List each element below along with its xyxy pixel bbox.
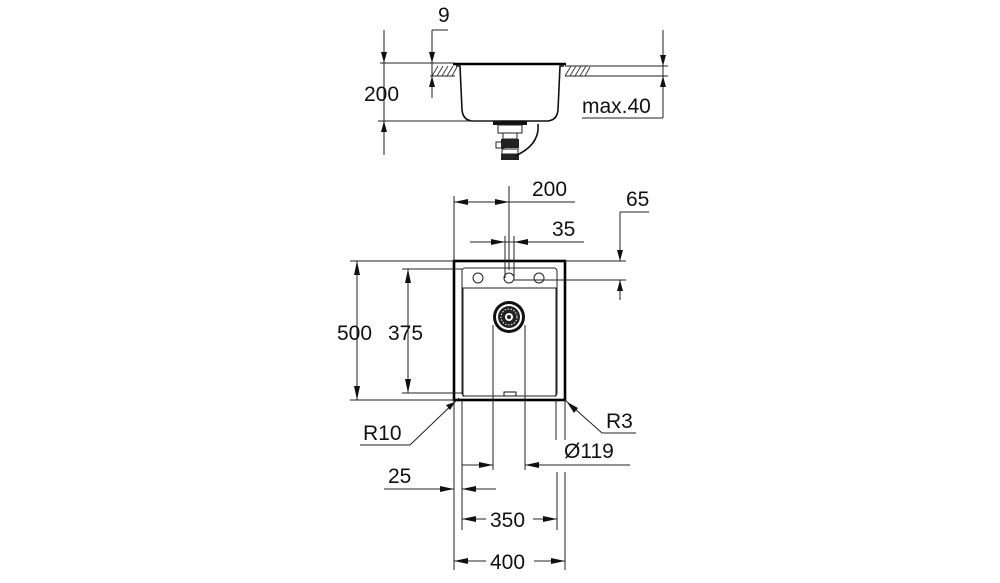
dim-countertop-max: max.40 bbox=[582, 95, 651, 118]
dim-tap-hole-from-edge: 65 bbox=[626, 188, 649, 211]
sink-bowl bbox=[462, 287, 557, 397]
dim-bowl-offset: 25 bbox=[388, 465, 411, 488]
dim-bowl-depth: 200 bbox=[364, 83, 399, 106]
dim-outer-radius: R10 bbox=[363, 422, 402, 445]
tap-hole-left bbox=[472, 272, 484, 284]
dim-rim-thickness: 9 bbox=[438, 4, 450, 27]
dim-bowl-depth-top: 375 bbox=[388, 322, 423, 345]
dim-tap-hole-offset: 200 bbox=[532, 178, 567, 201]
top-view: 200 35 65 500 375 R10 bbox=[337, 178, 649, 574]
dim-bowl-width: 350 bbox=[490, 509, 525, 532]
dim-tap-hole-width: 35 bbox=[552, 218, 575, 241]
overflow-slot bbox=[503, 391, 517, 397]
drain-fitting bbox=[493, 121, 539, 160]
countertop-hatch-right bbox=[564, 65, 591, 77]
side-view: 9 200 max.40 bbox=[364, 4, 668, 160]
dim-overall-depth: 500 bbox=[337, 322, 372, 345]
tap-hole-right bbox=[533, 272, 545, 284]
dim-drain-diameter: Ø119 bbox=[564, 440, 614, 463]
dim-inner-radius: R3 bbox=[606, 410, 633, 433]
drain-strainer bbox=[493, 301, 525, 333]
dim-overall-width: 400 bbox=[490, 551, 525, 574]
countertop-hatch-left bbox=[431, 65, 458, 77]
